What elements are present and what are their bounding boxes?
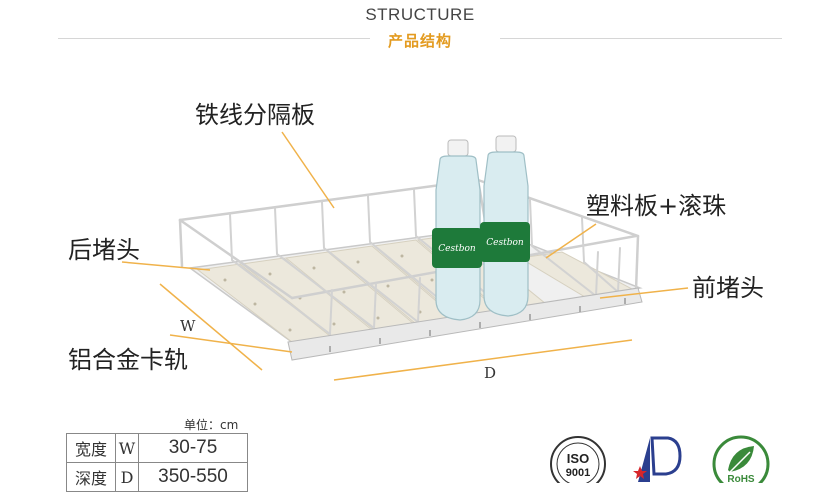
spec-unit: 单位：cm — [184, 418, 239, 432]
bottle-label-right: Cestbon — [486, 238, 524, 248]
water-bottle-left: Cestbon — [432, 139, 482, 321]
iso-number: 9001 — [566, 467, 590, 479]
spec-name: 宽度 — [66, 433, 116, 463]
spec-value: 350-550 — [138, 462, 248, 492]
rule-right — [500, 38, 782, 39]
callout-front-stopper: 前堵头 — [692, 274, 764, 302]
callout-aluminum-rail: 铝合金卡轨 — [68, 346, 188, 374]
spec-name: 深度 — [66, 462, 116, 492]
table-row: 深度 D 350-550 — [66, 462, 248, 492]
header-title-en: STRUCTURE — [365, 5, 475, 24]
callout-wire-divider: 铁线分隔板 — [195, 101, 315, 129]
dimension-depth-label: D — [484, 364, 497, 382]
rule-left — [58, 38, 370, 39]
rohs-certification-icon: RoHS — [712, 435, 770, 483]
spec-symbol: D — [115, 462, 139, 492]
iso-certification-icon: ISO 9001 — [550, 436, 606, 483]
dimension-width-label: W — [180, 317, 196, 335]
rail-slots — [329, 298, 626, 352]
leader-lines — [121, 131, 689, 381]
callout-plastic-board-rollers: 塑料板+滚珠 — [586, 192, 727, 220]
table-row: 宽度 W 30-75 — [66, 433, 248, 463]
rohs-text: RoHS — [727, 474, 755, 483]
roller-boards — [196, 233, 636, 343]
water-bottle-right: Cestbon — [480, 135, 530, 317]
callout-back-stopper: 后堵头 — [68, 236, 140, 264]
cqc-certification-icon — [633, 436, 682, 482]
spec-table: 宽度 W 30-75 深度 D 350-550 — [66, 433, 248, 492]
spec-symbol: W — [115, 433, 139, 463]
spec-value: 30-75 — [138, 433, 248, 463]
bottle-label-left: Cestbon — [438, 244, 476, 254]
header-title-zh: 产品结构 — [387, 32, 452, 50]
iso-text: ISO — [567, 451, 589, 466]
